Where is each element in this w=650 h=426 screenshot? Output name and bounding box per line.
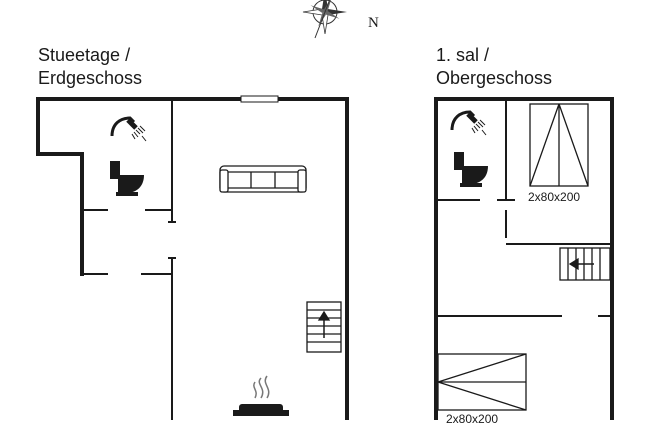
stairs-up-icon — [306, 301, 342, 353]
shower-icon — [110, 116, 147, 142]
toilet-icon — [110, 161, 144, 196]
ground-floor-title-line1: Stueetage / — [38, 45, 131, 65]
stove-icon — [233, 375, 289, 416]
bed-icon — [437, 353, 527, 411]
sofa-icon — [219, 165, 307, 193]
compass-rose-icon — [302, 0, 347, 39]
compass-north-label: N — [368, 15, 379, 31]
upper-floor-inner-walls — [436, 99, 612, 317]
shower-icon — [450, 110, 487, 136]
upper-floor-title-line1: 1. sal / — [436, 45, 490, 65]
ground-floor-title-line2: Erdgeschoss — [38, 68, 143, 88]
stairs-down-icon — [559, 247, 611, 281]
bed-size-lower-label: 2x80x200 — [446, 412, 499, 426]
ground-floor-inner-walls — [82, 99, 176, 420]
toilet-icon — [454, 152, 488, 187]
upper-floor-walls — [434, 97, 614, 420]
bed-size-upper-label: 2x80x200 — [528, 190, 581, 204]
upper-floor-title-line2: Obergeschoss — [436, 68, 553, 88]
ground-floor-windows — [240, 95, 279, 103]
ground-floor-walls — [36, 97, 349, 420]
bed-icon — [529, 103, 589, 187]
